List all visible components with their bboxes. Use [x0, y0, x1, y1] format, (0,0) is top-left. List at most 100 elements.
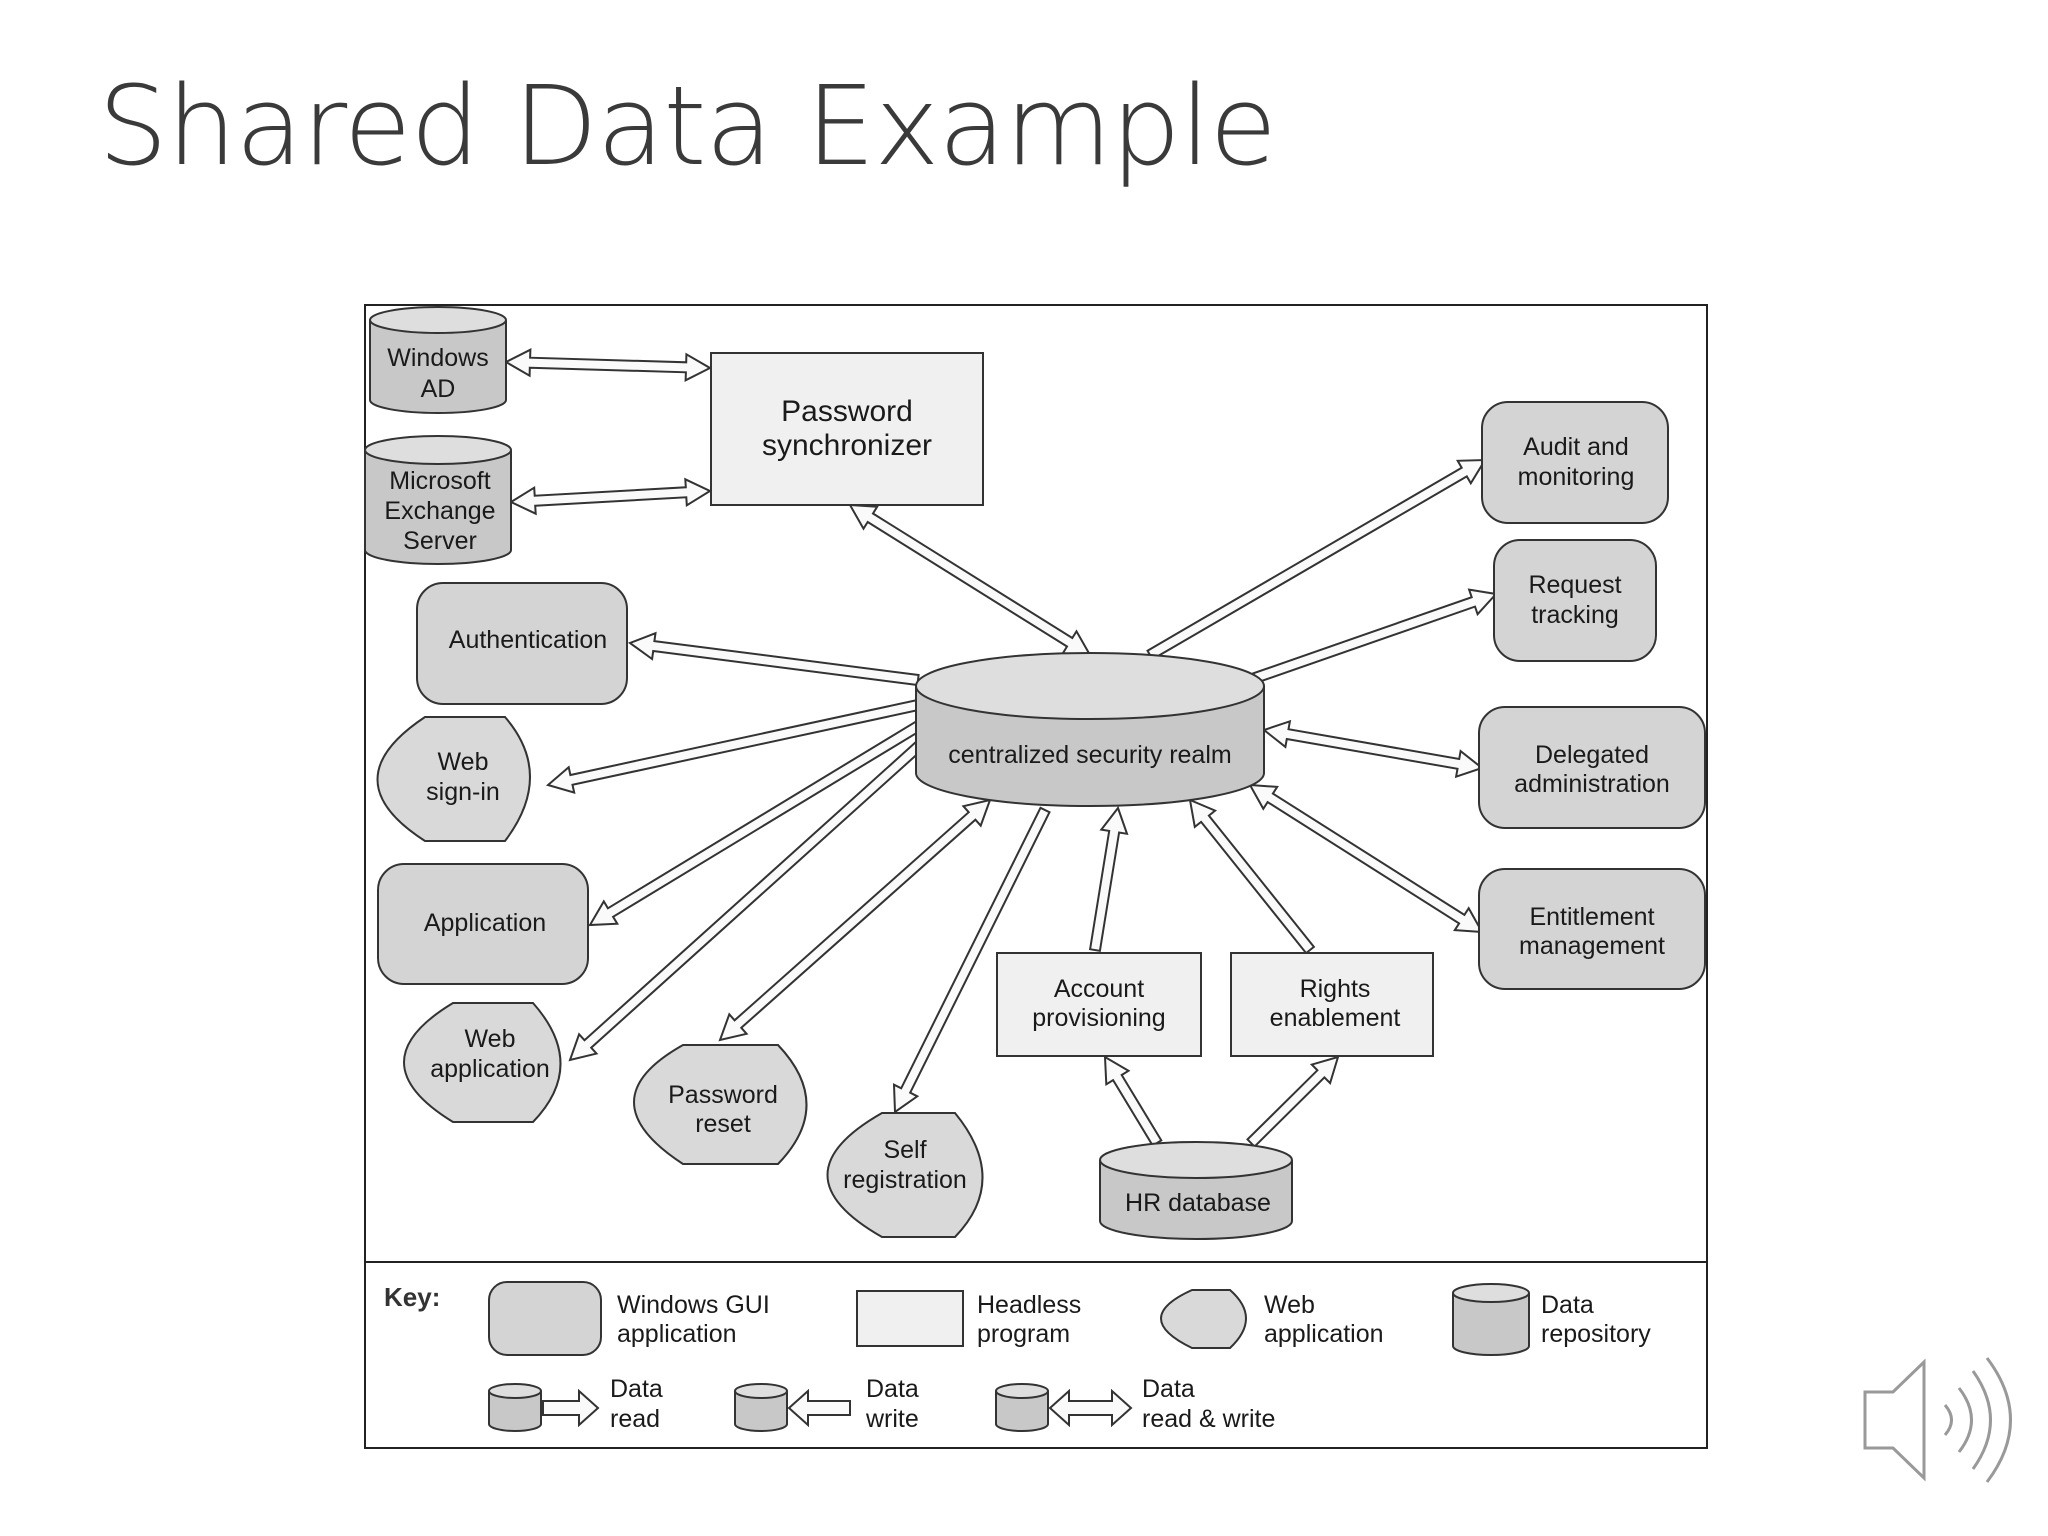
arrow-realm-websignin — [545, 698, 921, 795]
key-data-rw-label-1: Data — [1142, 1375, 1195, 1403]
self-registration-label-1: Self — [883, 1136, 926, 1164]
key-web-app-label-2: application — [1264, 1320, 1384, 1348]
password-sync-label-2: synchronizer — [762, 429, 932, 462]
account-provisioning-label-2: provisioning — [1032, 1004, 1165, 1032]
arrows — [503, 348, 1498, 1149]
arrow-realm-webapp — [568, 739, 925, 1062]
rights-enablement-label-2: enablement — [1270, 1004, 1401, 1032]
key-data-read-swatch — [488, 1383, 600, 1432]
web-signin-label-1: Web — [438, 748, 489, 776]
web-application-label-1: Web — [465, 1025, 516, 1053]
key-data-repo-label-2: repository — [1541, 1320, 1651, 1348]
exchange-label-2: Exchange — [384, 497, 495, 525]
arrow-realm-entitle — [1248, 783, 1484, 934]
authentication-box: Authentication — [416, 582, 628, 705]
delegated-label-2: administration — [1514, 770, 1670, 798]
arrow-exchange-sync — [508, 477, 713, 516]
arrow-realm-app — [588, 719, 924, 927]
key-data-repository-swatch — [1452, 1283, 1530, 1356]
centralized-security-realm: centralized security realm — [915, 652, 1265, 807]
web-application-label-2: application — [430, 1055, 550, 1083]
key-data-write-swatch — [734, 1383, 851, 1432]
arrow-realm-selfreg — [892, 806, 1051, 1114]
entitlement-label-2: management — [1519, 932, 1665, 960]
exchange-label-1: Microsoft — [389, 467, 490, 495]
key-data-write-label-2: write — [865, 1405, 919, 1433]
hr-database-repository: HR database — [1099, 1141, 1293, 1240]
request-tracking-label-1: Request — [1528, 571, 1621, 599]
key-web-app-swatch — [1160, 1289, 1247, 1349]
arrow-rights-realm — [1188, 798, 1316, 955]
rights-enablement-label-1: Rights — [1300, 975, 1371, 1003]
entitlement-label-1: Entitlement — [1529, 903, 1654, 931]
key-data-rw-label-2: read & write — [1142, 1405, 1275, 1433]
key-windows-gui-label-2: application — [617, 1320, 737, 1348]
key-web-app-label-1: Web — [1264, 1291, 1315, 1319]
password-reset-label-2: reset — [695, 1110, 751, 1138]
key-data-rw-swatch — [995, 1383, 1133, 1432]
key-title: Key: — [384, 1282, 440, 1312]
diagram-frame — [364, 304, 1708, 1449]
self-registration-label-2: registration — [843, 1166, 967, 1194]
audit-label-1: Audit and — [1523, 433, 1629, 461]
authentication-label: Authentication — [449, 626, 607, 654]
account-provisioning-label-1: Account — [1054, 975, 1144, 1003]
arrow-sync-realm — [848, 503, 1092, 657]
key-windows-gui-swatch — [488, 1281, 602, 1356]
arrow-realm-auth — [627, 631, 920, 687]
audit-label-2: monitoring — [1518, 463, 1635, 491]
password-sync-label-1: Password — [781, 395, 913, 428]
application-box: Application — [377, 863, 589, 985]
arrow-realm-delegated — [1261, 719, 1485, 779]
arrow-hr-prov — [1103, 1055, 1163, 1147]
arrow-prov-realm — [1088, 805, 1129, 952]
key-headless-swatch — [856, 1290, 964, 1347]
hr-database-label: HR database — [1125, 1189, 1271, 1217]
windows-ad-label-1: Windows — [387, 344, 488, 372]
arrow-reset-realm — [718, 798, 992, 1042]
web-signin-label-2: sign-in — [426, 778, 500, 806]
speaker-icon[interactable] — [1863, 1357, 2012, 1483]
realm-label: centralized security realm — [948, 741, 1231, 769]
key-windows-gui-label-1: Windows GUI — [617, 1291, 770, 1319]
arrow-realm-request — [1252, 588, 1498, 684]
request-tracking-label-2: tracking — [1531, 601, 1619, 629]
key-data-read-label-2: read — [610, 1405, 660, 1433]
arrow-realm-audit — [1146, 458, 1487, 661]
key-headless-label-2: program — [977, 1320, 1070, 1348]
key-headless-label-1: Headless — [977, 1291, 1081, 1319]
key-data-repo-label-1: Data — [1541, 1291, 1594, 1319]
key-data-write-label-1: Data — [866, 1375, 919, 1403]
password-reset-label-1: Password — [668, 1081, 778, 1109]
arrow-hr-rights — [1246, 1055, 1340, 1149]
